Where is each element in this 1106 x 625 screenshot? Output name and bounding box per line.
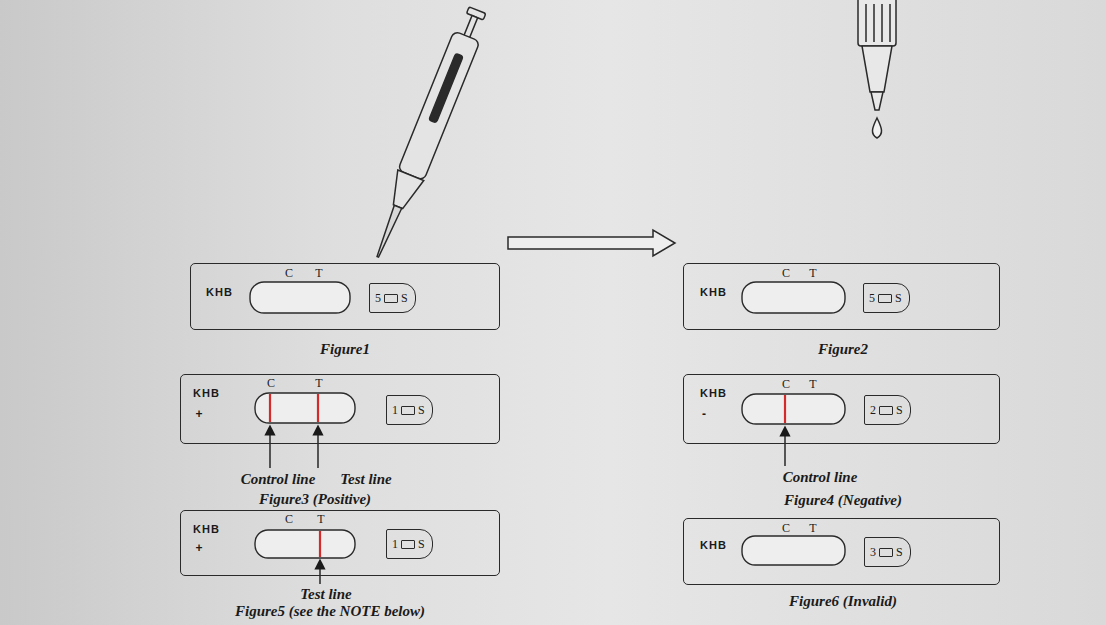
result-lines	[270, 394, 785, 557]
line-label: Control line	[241, 471, 316, 488]
result-sign: +	[195, 408, 202, 421]
brand-label: KHB	[700, 387, 727, 399]
line-letter: T	[809, 522, 816, 535]
line-label: Test line	[340, 471, 392, 488]
test-cassette: KHB-CT2S	[683, 374, 1000, 444]
figure-caption: Figure3 (Positive)	[259, 491, 371, 508]
well-number: 1	[392, 403, 398, 418]
well-letter: S	[896, 545, 903, 560]
line-label: Control line	[783, 469, 858, 486]
step-arrow	[508, 230, 675, 256]
well-number: 5	[375, 291, 381, 306]
result-sign: -	[702, 408, 706, 421]
sample-well: 1S	[386, 529, 433, 559]
brand-label: KHB	[193, 387, 220, 399]
line-letter: T	[809, 267, 816, 280]
well-letter: S	[401, 291, 408, 306]
well-slot	[401, 406, 415, 415]
well-slot	[879, 406, 893, 415]
test-cassette: KHB+CT1S	[180, 374, 500, 444]
pipette	[365, 5, 491, 262]
sample-well: 3S	[864, 537, 911, 567]
line-letter: C	[782, 522, 790, 535]
figure-caption: Figure5 (see the NOTE below)	[235, 603, 425, 620]
well-number: 2	[870, 403, 876, 418]
well-slot	[384, 294, 398, 303]
well-letter: S	[418, 537, 425, 552]
figure-caption: Figure2	[818, 341, 868, 358]
brand-label: KHB	[700, 286, 727, 298]
brand-label: KHB	[700, 539, 727, 551]
well-number: 5	[869, 291, 875, 306]
sample-well: 1S	[386, 395, 433, 425]
test-cassette: KHBCT5S	[683, 263, 1000, 330]
line-label: Test line	[300, 586, 352, 603]
test-cassette: KHBCT3S	[683, 518, 1000, 585]
well-slot	[401, 540, 415, 549]
line-letter: T	[315, 267, 322, 280]
well-letter: S	[895, 291, 902, 306]
well-slot	[878, 294, 892, 303]
figure-caption: Figure6 (Invalid)	[789, 593, 897, 610]
well-letter: S	[418, 403, 425, 418]
well-slot	[879, 548, 893, 557]
brand-label: KHB	[193, 523, 220, 535]
line-letter: C	[285, 267, 293, 280]
well-number: 1	[392, 537, 398, 552]
figure-caption: Figure4 (Negative)	[784, 492, 902, 509]
figure-caption: Figure1	[320, 341, 370, 358]
line-letter: C	[782, 267, 790, 280]
line-letter: T	[809, 378, 816, 391]
sample-well: 5S	[369, 283, 416, 313]
brand-label: KHB	[206, 286, 233, 298]
result-windows	[250, 282, 845, 565]
test-cassette: KHB+CT1S	[180, 510, 500, 576]
line-letter: C	[267, 377, 275, 390]
dropper-bottle	[858, 0, 896, 138]
test-cassette: KHBCT5S	[190, 263, 500, 330]
sample-well: 2S	[864, 395, 911, 425]
line-letter: C	[782, 378, 790, 391]
line-letter: T	[317, 513, 324, 526]
result-sign: +	[195, 542, 202, 555]
well-number: 3	[870, 545, 876, 560]
well-letter: S	[896, 403, 903, 418]
sample-well: 5S	[863, 283, 910, 313]
line-letter: T	[315, 377, 322, 390]
line-letter: C	[285, 513, 293, 526]
